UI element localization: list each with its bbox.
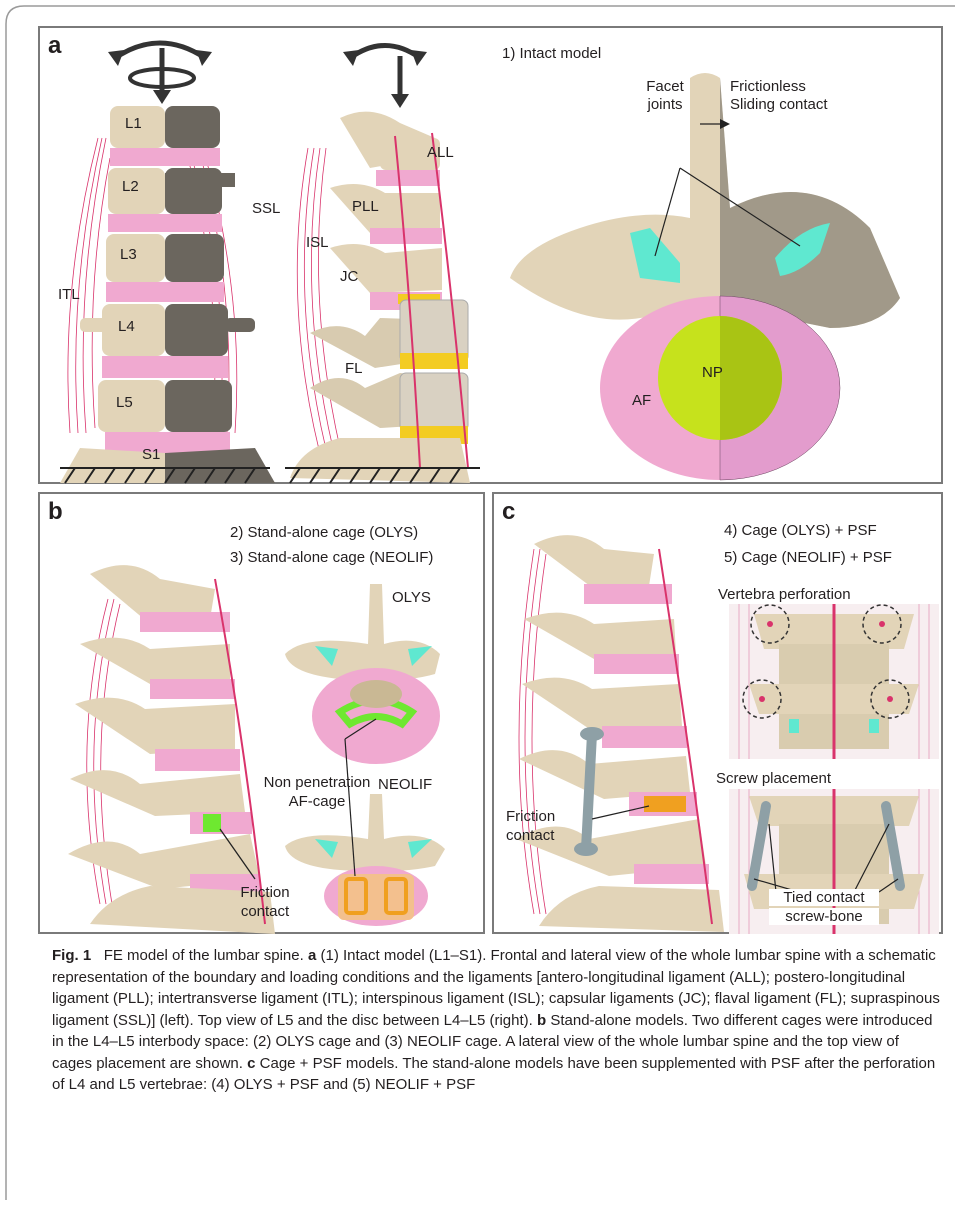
jc-label: JC: [340, 268, 358, 285]
friction-contact-c-line2: contact: [506, 827, 554, 844]
screw-placement-label: Screw placement: [716, 770, 831, 787]
fl-label: FL: [345, 360, 363, 377]
non-penetration-line2: AF-cage: [252, 793, 382, 810]
vertebra-s1: S1: [142, 446, 160, 463]
figure-caption: Fig. 1 FE model of the lumbar spine. a (…: [52, 945, 942, 1096]
caption-c-label: c: [247, 1055, 255, 1072]
cage-neolif-psf-title: 5) Cage (NEOLIF) + PSF: [724, 549, 892, 566]
non-penetration-line1: Non penetration: [252, 774, 382, 791]
caption-b-label: b: [537, 1012, 546, 1029]
neolif-top-view: [285, 739, 445, 926]
facet-joints-line1: Facet: [625, 78, 705, 95]
caption-fig-label: Fig. 1: [52, 947, 91, 964]
neolif-label: NEOLIF: [378, 776, 432, 793]
friction-contact-b-line1: Friction: [230, 884, 300, 901]
vertebra-l1: L1: [125, 115, 142, 132]
lateral-spine: [290, 112, 470, 483]
stand-alone-olys-title: 2) Stand-alone cage (OLYS): [230, 524, 418, 541]
itl-label: ITL: [58, 286, 80, 303]
stand-alone-neolif-title: 3) Stand-alone cage (NEOLIF): [230, 549, 433, 566]
af-label: AF: [632, 392, 651, 409]
facet-joints-line2: joints: [625, 96, 705, 113]
vertebra-l2: L2: [122, 178, 139, 195]
olys-label: OLYS: [392, 589, 431, 606]
pll-label: PLL: [352, 198, 379, 215]
all-label: ALL: [427, 144, 454, 161]
panel-b-label: b: [48, 498, 63, 526]
cage-olys-psf-title: 4) Cage (OLYS) + PSF: [724, 522, 877, 539]
posterior-view-perforation: [729, 604, 939, 759]
frictionless-line1: Frictionless: [730, 78, 806, 95]
np-label: NP: [702, 364, 723, 381]
vertebra-l3: L3: [120, 246, 137, 263]
olys-top-view: [285, 584, 440, 764]
friction-contact-c-line1: Friction: [506, 808, 555, 825]
frictionless-line2: Sliding contact: [730, 96, 828, 113]
lateral-spine-b: [68, 565, 275, 934]
panel-c-label: c: [502, 498, 515, 526]
caption-title: FE model of the lumbar spine.: [104, 947, 304, 964]
tied-contact-line2: screw-bone: [769, 908, 879, 925]
isl-label: ISL: [306, 234, 329, 251]
intact-model-title: 1) Intact model: [502, 45, 601, 62]
lateral-spine-c: [516, 535, 724, 932]
friction-contact-b-line2: contact: [230, 903, 300, 920]
load-arrows-lateral: [350, 46, 420, 101]
panel-b: b 2) Stand-alone cage (OLYS) 3) Stand-al…: [38, 492, 485, 934]
panel-a-label: a: [48, 32, 61, 60]
panel-a: a 1) Intact model L1 L2 L3 L4 L5 S1 ITL …: [38, 26, 943, 484]
vertebra-l5: L5: [116, 394, 133, 411]
ssl-label: SSL: [252, 200, 280, 217]
panel-c: c 4) Cage (OLYS) + PSF 5) Cage (NEOLIF) …: [492, 492, 943, 934]
vertebra-perforation-label: Vertebra perforation: [718, 586, 851, 603]
caption-a-label: a: [308, 947, 316, 964]
l5-top-view: [510, 73, 900, 480]
tied-contact-line1: Tied contact: [769, 889, 879, 906]
vertebra-l4: L4: [118, 318, 135, 335]
